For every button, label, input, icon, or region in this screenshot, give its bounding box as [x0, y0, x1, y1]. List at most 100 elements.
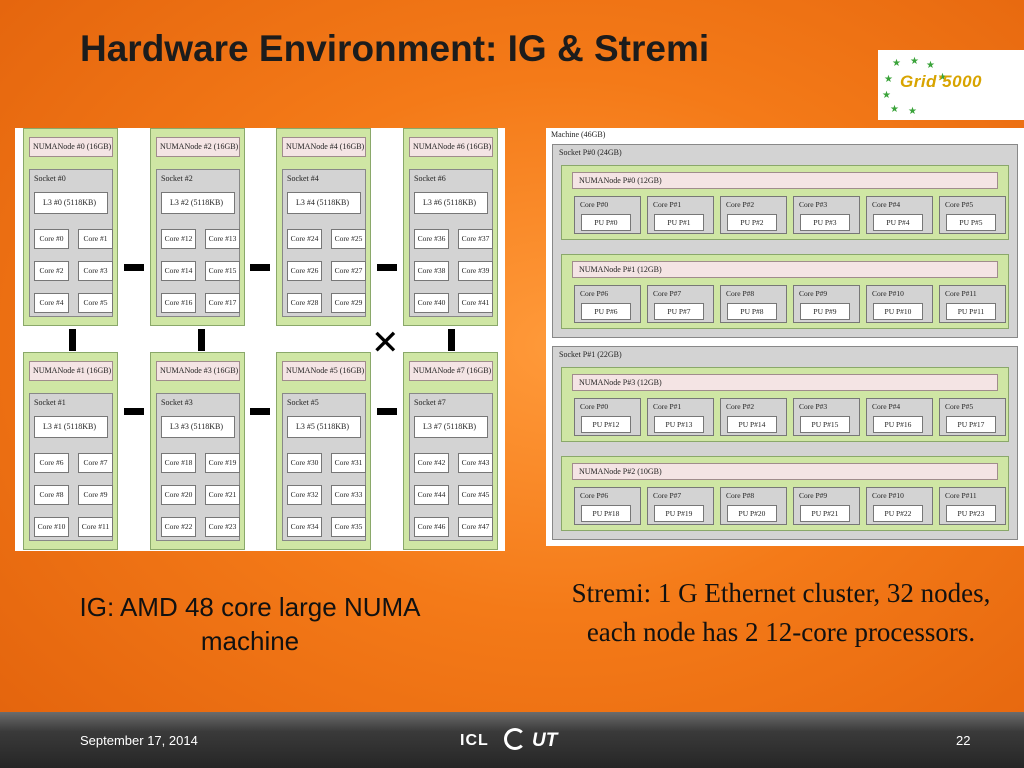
core-box: Core #19 — [205, 453, 240, 473]
link-bar — [198, 329, 205, 351]
numa-node-label: NUMANode #4 (16GB) — [282, 137, 366, 157]
pu-box: PU P#0 — [581, 214, 631, 231]
pu-box: PU P#17 — [946, 416, 996, 433]
pu-box: PU P#18 — [581, 505, 631, 522]
core-box: Core #3 — [78, 261, 113, 281]
page-number: 22 — [956, 733, 971, 748]
pu-box: PU P#8 — [727, 303, 777, 320]
core-label: Core P#8 — [726, 491, 755, 500]
core-box: Core #33 — [331, 485, 366, 505]
numa-node-label: NUMANode #3 (16GB) — [156, 361, 240, 381]
stremi-caption: Stremi: 1 G Ethernet cluster, 32 nodes, … — [571, 578, 991, 647]
pu-box: PU P#12 — [581, 416, 631, 433]
core-box: Core #20 — [161, 485, 196, 505]
swirl-icon — [504, 728, 526, 750]
core-label: Core P#7 — [653, 491, 682, 500]
socket-label: Socket #7 — [414, 398, 446, 407]
core-box: Core #21 — [205, 485, 240, 505]
core-label: Core P#1 — [653, 402, 682, 411]
core-box: Core #2 — [34, 261, 69, 281]
core-box: Core #23 — [205, 517, 240, 537]
core-box: Core #17 — [205, 293, 240, 313]
footer-date: September 17, 2014 — [80, 733, 198, 748]
core-box: Core #11 — [78, 517, 113, 537]
stremi-topology-diagram: Machine (46GB) Socket P#0 (24GB)NUMANode… — [546, 128, 1024, 546]
core-box: Core #14 — [161, 261, 196, 281]
core-box: Core #16 — [161, 293, 196, 313]
link-bar — [377, 264, 397, 271]
socket-label: Socket #4 — [287, 174, 319, 183]
core-label: Core P#0 — [580, 200, 609, 209]
star-ring-icon: ★ ★ ★ ★ ★ ★ ★ ★ — [882, 56, 947, 117]
core-box: Core #41 — [458, 293, 493, 313]
machine-label: Machine (46GB) — [551, 130, 606, 139]
pu-box: PU P#7 — [654, 303, 704, 320]
pu-box: PU P#16 — [873, 416, 923, 433]
core-box: Core #25 — [331, 229, 366, 249]
numa-node: NUMANode #1 (16GB) Socket #1 L3 #1 (5118KB… — [23, 352, 118, 550]
core-box: Core #30 — [287, 453, 322, 473]
core-label: Core P#11 — [945, 491, 977, 500]
core-box: Core #8 — [34, 485, 69, 505]
core-box: Core #26 — [287, 261, 322, 281]
pu-box: PU P#19 — [654, 505, 704, 522]
core-box: Core #44 — [414, 485, 449, 505]
core-box: Core #46 — [414, 517, 449, 537]
core-label: Core P#5 — [945, 402, 974, 411]
ig-caption: IG: AMD 48 core large NUMA machine — [79, 592, 421, 656]
core-box: Core #32 — [287, 485, 322, 505]
core-box: Core P#9 PU P#21 — [793, 487, 860, 525]
slide-title: Hardware Environment: IG & Stremi — [80, 28, 710, 69]
core-label: Core P#7 — [653, 289, 682, 298]
core-label: Core P#9 — [799, 491, 828, 500]
numa-node-label: NUMANode #1 (16GB) — [29, 361, 113, 381]
core-box: Core #47 — [458, 517, 493, 537]
pu-box: PU P#6 — [581, 303, 631, 320]
socket-label: Socket #0 — [34, 174, 66, 183]
core-box: Core #22 — [161, 517, 196, 537]
core-label: Core P#6 — [580, 289, 609, 298]
core-box: Core #42 — [414, 453, 449, 473]
core-box: Core #27 — [331, 261, 366, 281]
core-box: Core P#6 PU P#6 — [574, 285, 641, 323]
link-bar — [377, 408, 397, 415]
core-box: Core #5 — [78, 293, 113, 313]
core-label: Core P#10 — [872, 289, 904, 298]
socket-label: Socket #1 — [34, 398, 66, 407]
link-bar — [250, 408, 270, 415]
l3-cache: L3 #1 (5118KB) — [34, 416, 108, 438]
core-box: Core #0 — [34, 229, 69, 249]
pu-box: PU P#11 — [946, 303, 996, 320]
pu-box: PU P#9 — [800, 303, 850, 320]
numa-node-label: NUMANode #2 (16GB) — [156, 137, 240, 157]
socket-label: Socket #2 — [161, 174, 193, 183]
socket-label: Socket #5 — [287, 398, 319, 407]
pu-box: PU P#21 — [800, 505, 850, 522]
core-box: Core P#7 PU P#7 — [647, 285, 714, 323]
l3-cache: L3 #6 (5118KB) — [414, 192, 488, 214]
core-box: Core #35 — [331, 517, 366, 537]
